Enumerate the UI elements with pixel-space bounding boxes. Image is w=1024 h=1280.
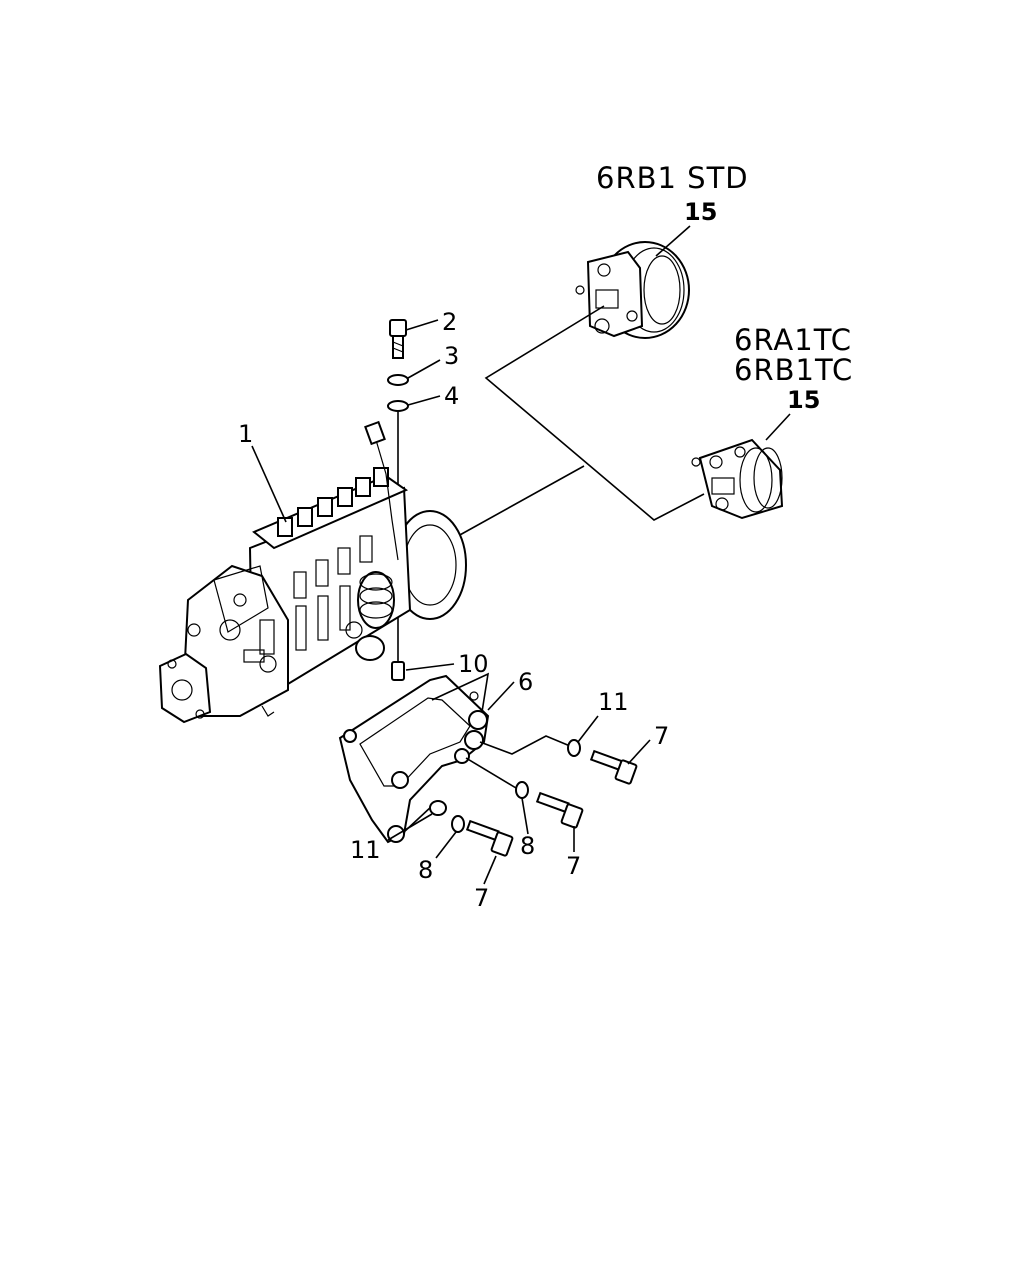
leader-8-left [435,831,457,859]
part-8-washer-mid [515,781,529,799]
leader-6 [431,672,490,713]
connector-to-pump [457,465,585,537]
leader-15-std [655,225,691,257]
leader-7-left [483,855,497,885]
variant-title-std: 6RB1 STD [596,161,749,195]
callout-7-mid: 7 [566,852,581,880]
callout-4: 4 [444,382,459,410]
leader-7-right [627,739,651,765]
part-15-tc-drawing [691,438,784,520]
callout-7-right: 7 [654,722,669,750]
part-4-washer [387,400,409,412]
leader-8-mid [521,797,529,835]
assembly-line-right [479,735,571,755]
part-3-washer [387,374,409,386]
callout-2: 2 [442,308,457,336]
variant-title-tc-line2: 6RB1TC [734,353,853,387]
connector-std [484,305,705,521]
part-7-bolt-mid [535,791,584,829]
leader-3 [407,359,441,379]
part-7-bolt-left [465,819,514,857]
part-1-injection-pump [158,420,467,724]
part-11-washer-top [567,739,581,757]
leader-11-top [577,715,599,743]
callout-6: 6 [518,668,533,696]
part-7-bolt-right [589,749,638,785]
callout-11-top: 11 [598,688,629,716]
callout-8-mid: 8 [520,832,535,860]
leader-2 [405,319,439,331]
variant-title-tc-line1: 6RA1TC [734,323,852,357]
part-11-washer-left [429,800,447,816]
callout-1: 1 [238,420,253,448]
part-10-sleeve [391,661,405,681]
callout-15-tc: 15 [787,386,820,414]
leader-15-tc [765,413,791,441]
part-8-washer-left [451,815,465,833]
leader-10 [405,663,455,671]
leader-11-left [387,813,433,841]
callout-7-left: 7 [474,884,489,912]
callout-10: 10 [458,650,489,678]
leader-4 [407,395,441,406]
part-15-std-drawing [575,241,690,339]
callout-3: 3 [444,342,459,370]
callout-8-left: 8 [418,856,433,884]
leader-1 [251,445,287,523]
leader-6-b [487,681,515,711]
callout-15-std: 15 [684,198,717,226]
part-2-bolt [389,319,407,359]
assembly-line-mid [465,757,517,789]
callout-11-left: 11 [350,836,381,864]
part-6-bracket [338,674,490,844]
